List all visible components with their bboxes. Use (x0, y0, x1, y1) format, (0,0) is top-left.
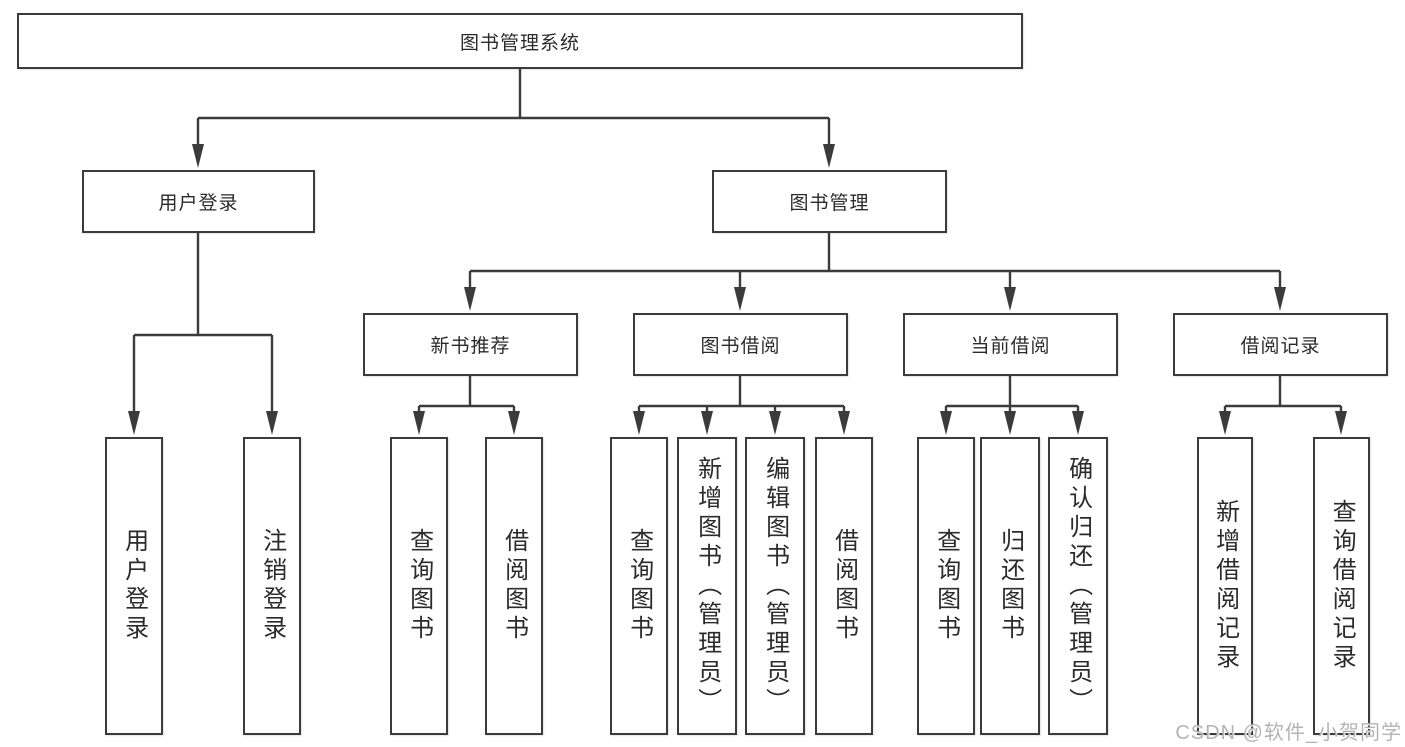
node-borrow-records: 借阅记录 (1173, 313, 1388, 376)
node-root-system: 图书管理系统 (17, 13, 1023, 69)
leaf-label: 借阅图书 (500, 528, 528, 644)
leaf-query-borrow-record: 查询借阅记录 (1313, 437, 1370, 735)
leaf-add-books-admin: 新增图书（管理员） (677, 437, 737, 735)
leaf-borrow-books: 借阅图书 (485, 437, 543, 735)
node-book-management: 图书管理 (712, 170, 947, 233)
leaf-user-login: 用户登录 (105, 437, 163, 735)
leaf-query-books: 查询图书 (610, 437, 668, 735)
leaf-label: 借阅图书 (830, 528, 858, 644)
leaf-confirm-return-admin: 确认归还（管理员） (1048, 437, 1108, 735)
leaf-return-books: 归还图书 (980, 437, 1040, 735)
leaf-borrow-books: 借阅图书 (815, 437, 873, 735)
leaf-query-books: 查询图书 (917, 437, 975, 735)
leaf-label: 查询图书 (405, 528, 433, 644)
node-current-borrow: 当前借阅 (903, 313, 1118, 376)
leaf-label: 查询图书 (625, 528, 653, 644)
leaf-label: 确认归还（管理员） (1064, 455, 1092, 717)
leaf-label: 用户登录 (120, 528, 148, 644)
leaf-logout: 注销登录 (243, 437, 301, 735)
leaf-label: 编辑图书（管理员） (761, 455, 789, 717)
leaf-query-books: 查询图书 (390, 437, 448, 735)
node-new-book-recommend: 新书推荐 (363, 313, 578, 376)
leaf-edit-books-admin: 编辑图书（管理员） (745, 437, 805, 735)
leaf-label: 注销登录 (258, 528, 286, 644)
csdn-watermark: CSDN @软件_小贺同学 (1175, 722, 1402, 744)
leaf-label: 新增借阅记录 (1211, 499, 1239, 673)
leaf-label: 新增图书（管理员） (693, 455, 721, 717)
node-user-login: 用户登录 (82, 170, 315, 233)
node-book-borrow: 图书借阅 (633, 313, 848, 376)
leaf-label: 查询图书 (932, 528, 960, 644)
leaf-label: 查询借阅记录 (1328, 499, 1356, 673)
leaf-add-borrow-record: 新增借阅记录 (1197, 437, 1253, 735)
leaf-label: 归还图书 (996, 528, 1024, 644)
